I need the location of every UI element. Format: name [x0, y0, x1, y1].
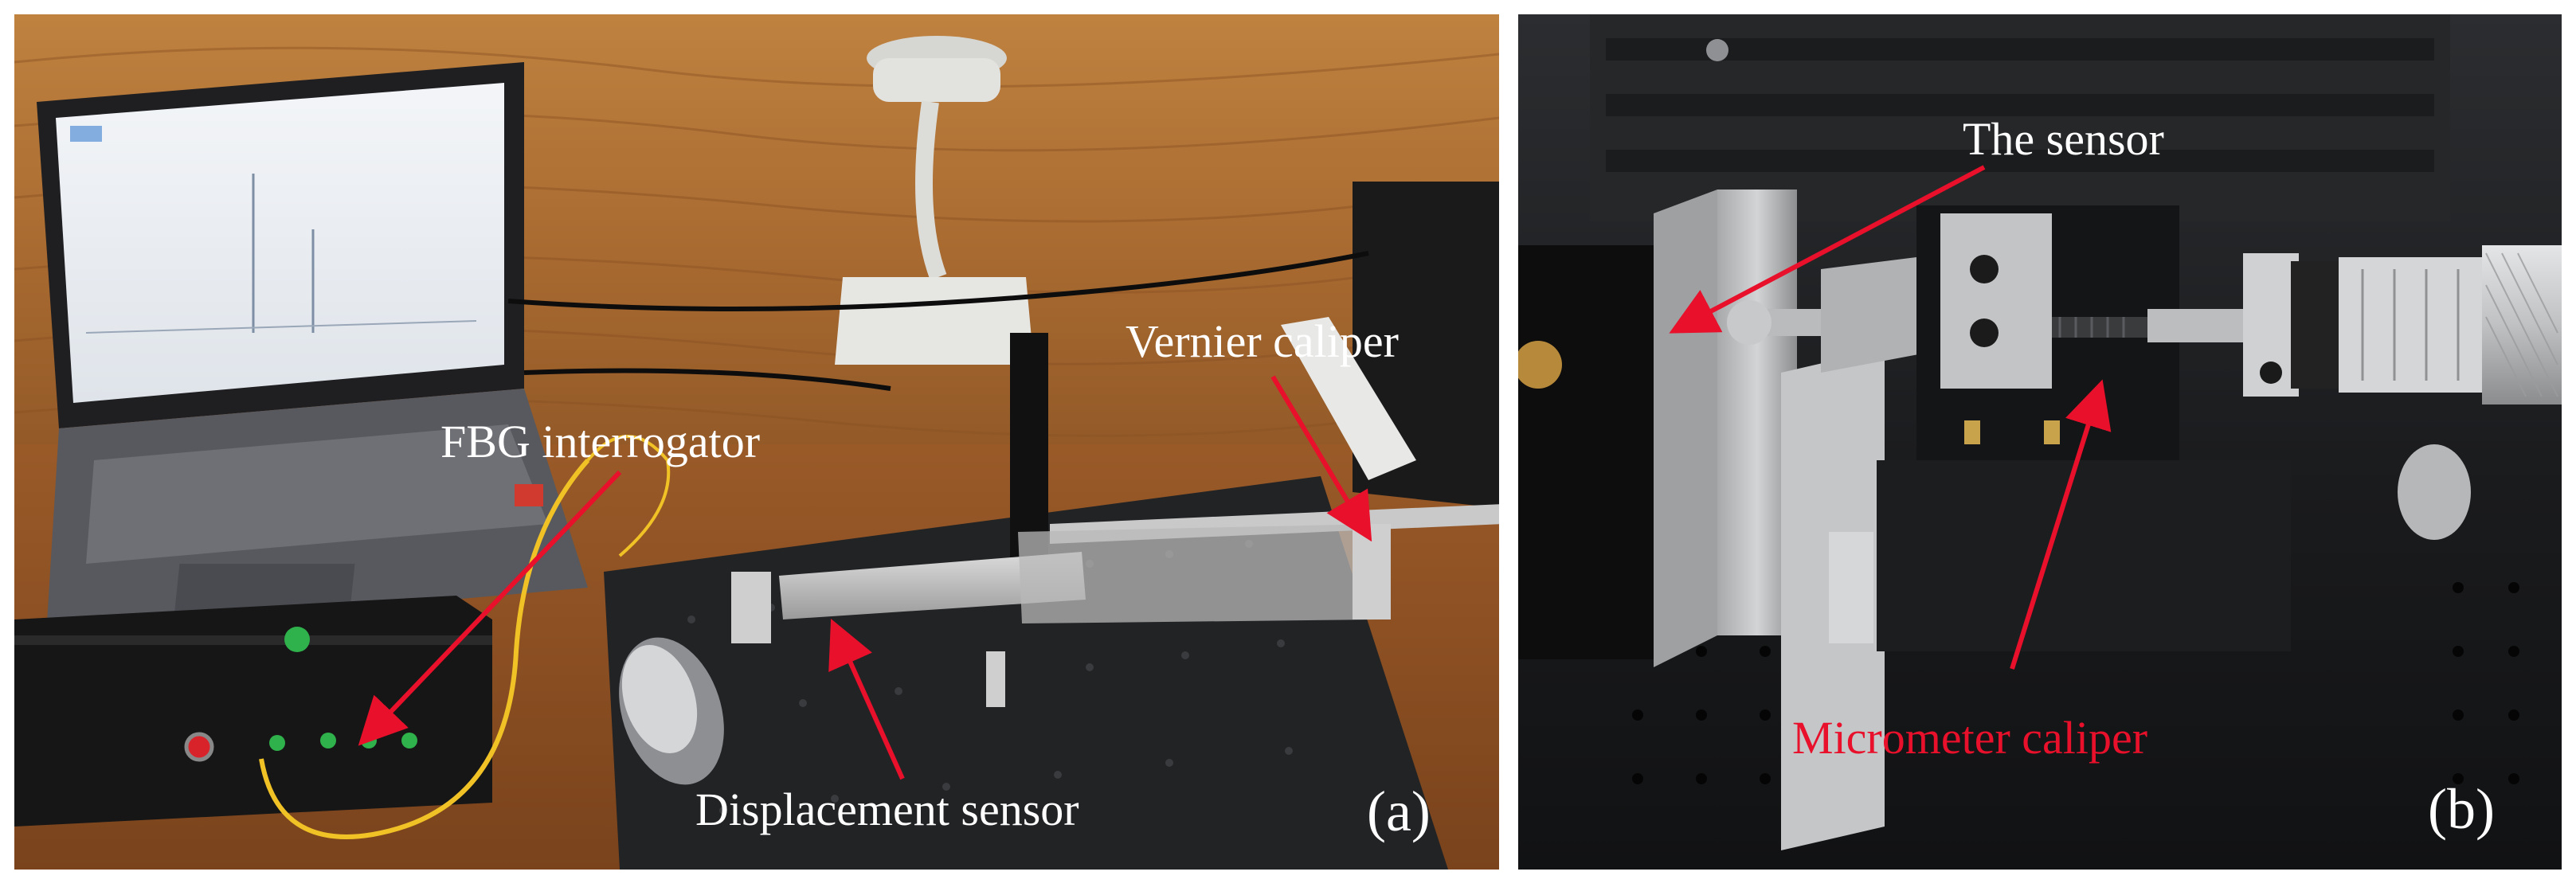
photo-panel-b: The sensor Micrometer caliper (b)	[1518, 14, 2562, 870]
label-vernier-caliper: Vernier caliper	[1126, 315, 1399, 367]
label-displacement-sensor: Displacement sensor	[695, 784, 1079, 835]
label-fbg-interrogator: FBG interrogator	[440, 416, 761, 467]
label-the-sensor: The sensor	[1963, 113, 2164, 165]
label-micrometer-caliper: Micrometer caliper	[1792, 712, 2148, 764]
panel-letter-b: (b)	[2428, 777, 2495, 841]
panel-letter-a: (a)	[1367, 780, 1431, 843]
photo-panel-a: FBG interrogator Vernier caliper Displac…	[14, 14, 1499, 870]
